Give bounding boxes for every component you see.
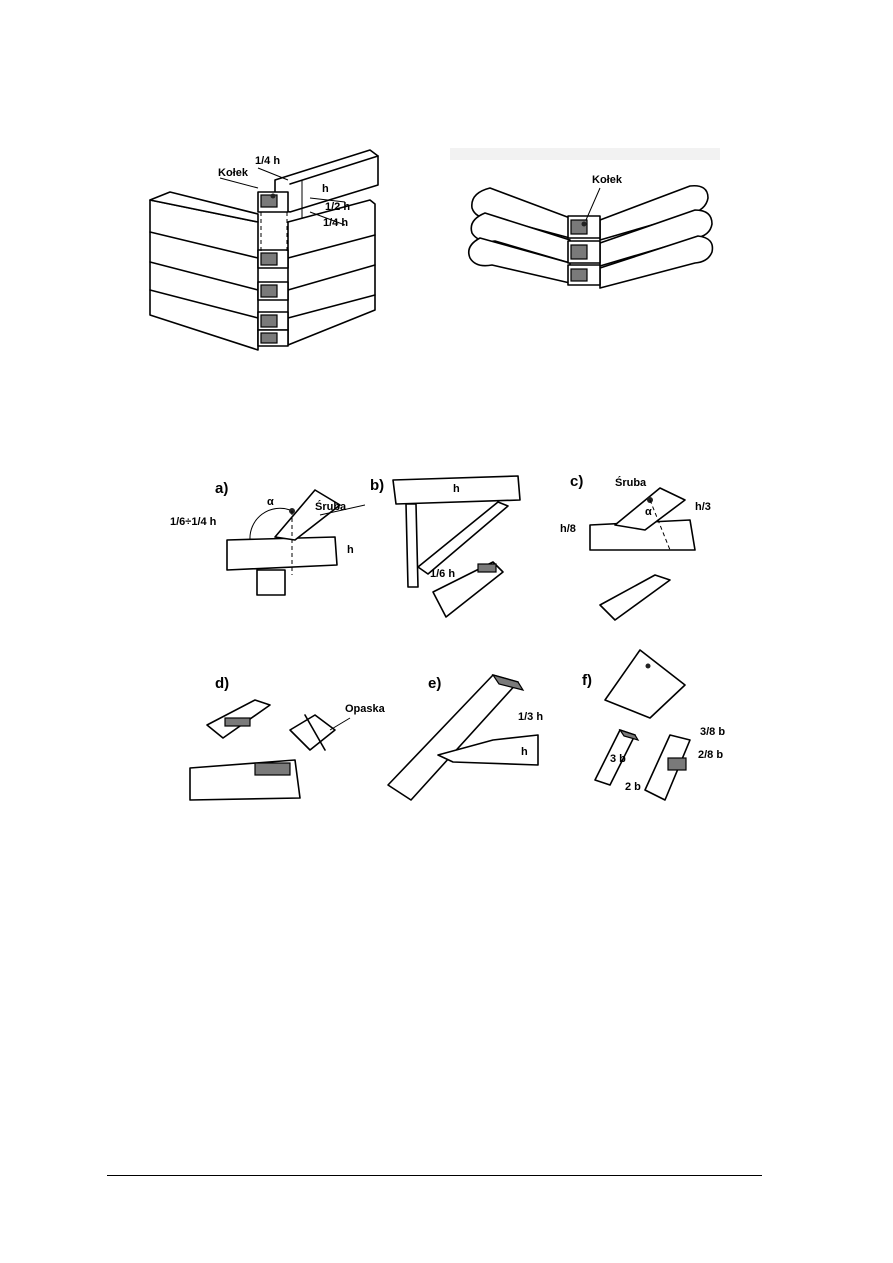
joint-panel-d: d) Opaska	[185, 670, 400, 805]
panel-e-letter: e)	[428, 675, 441, 692]
panel-b-letter: b)	[370, 477, 384, 494]
panel-e-dimension: 1/3 h	[518, 711, 543, 723]
joint-panel-b: b) 1/6 h h	[368, 472, 528, 622]
joint-panel-e: e) 1/3 h h	[383, 670, 553, 810]
panel-c-h-over-8: h/8	[560, 523, 576, 535]
joint-panel-a: a) Śruba 1/6÷1/4 h α h	[165, 475, 365, 600]
joint-panel-d-drawing: d) Opaska	[189, 675, 386, 801]
panel-c-bolt: Śruba	[615, 476, 647, 489]
log-corner-round-figure: Kołek	[450, 148, 725, 298]
panel-a-dimension: 1/6÷1/4 h	[170, 516, 217, 528]
label-h-quarter-bottom: 1/4 h	[323, 217, 348, 229]
panel-d-band: Opaska	[345, 703, 386, 715]
joint-panel-b-drawing: b) 1/6 h h	[370, 475, 521, 618]
log-corner-square-figure: 1/4 h Kołek 1/2 h 1/4 h h	[140, 140, 400, 355]
label-h-half: 1/2 h	[325, 201, 350, 213]
label-h-quarter-top: 1/4 h	[255, 155, 280, 167]
panel-f-b-3-8: 3/8 b	[700, 726, 725, 738]
panel-f-b-2: 2 b	[625, 781, 641, 793]
panel-a-letter: a)	[215, 480, 228, 497]
joint-panel-c-drawing: c) Śruba α h/3 h/8	[560, 473, 711, 621]
panel-c-letter: c)	[570, 473, 583, 490]
joint-panel-f-drawing: f) 3/8 b 2/8 b 3 b 2 b	[582, 649, 725, 801]
panel-f-b-3: 3 b	[610, 753, 626, 765]
panel-d-letter: d)	[215, 675, 229, 692]
panel-c-alpha: α	[645, 506, 652, 518]
panel-a-bolt: Śruba	[315, 500, 347, 513]
panel-b-h: h	[453, 483, 460, 495]
footer-rule	[107, 1175, 762, 1176]
panel-f-b-2-8: 2/8 b	[698, 749, 723, 761]
joint-panel-e-drawing: e) 1/3 h h	[387, 673, 543, 801]
log-corner-square-drawing: 1/4 h Kołek 1/2 h 1/4 h h	[149, 149, 379, 351]
panel-e-h: h	[521, 746, 528, 758]
panel-f-letter: f)	[582, 672, 592, 689]
log-corner-round-drawing: Kołek	[450, 148, 720, 289]
label-dowel-left: Kołek	[218, 167, 249, 179]
joint-panel-f: f) 3/8 b 2/8 b 3 b 2 b	[580, 640, 740, 820]
panel-b-dimension: 1/6 h	[430, 568, 455, 580]
panel-a-alpha: α	[267, 496, 274, 508]
label-h-left: h	[322, 183, 329, 195]
panel-a-h: h	[347, 544, 354, 556]
joint-panel-c: c) Śruba α h/3 h/8	[560, 470, 730, 630]
panel-c-h-over-3: h/3	[695, 501, 711, 513]
joint-panel-a-drawing: a) Śruba 1/6÷1/4 h α h	[170, 480, 365, 596]
label-dowel-right: Kołek	[592, 174, 623, 186]
